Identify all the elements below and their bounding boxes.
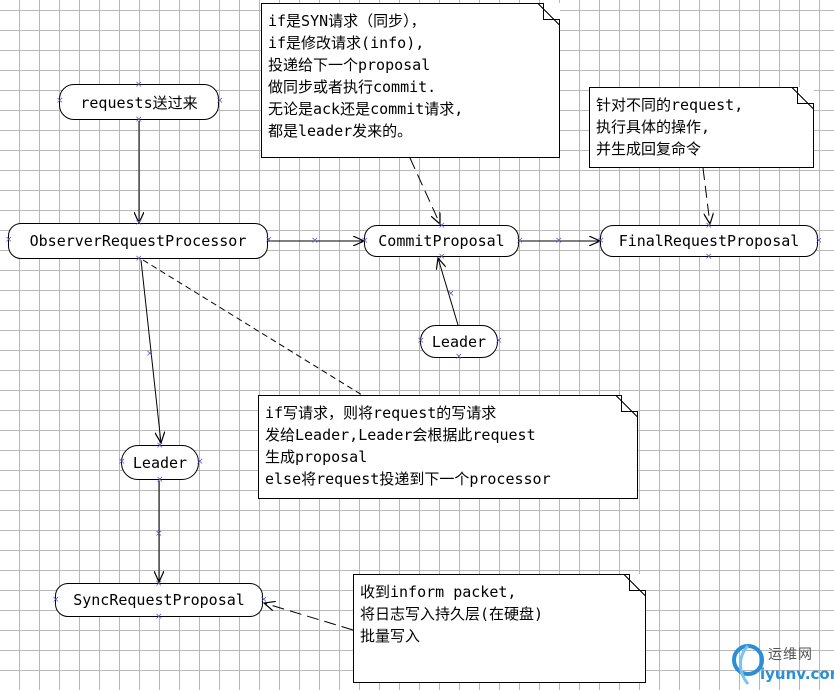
handle-mark: × (135, 80, 143, 90)
anchor-write-note (142, 259, 363, 396)
edge-leader-to-commit (438, 258, 459, 326)
watermark-url: iyunv.com (760, 665, 834, 683)
handle-mark: × (495, 336, 503, 346)
handle-mark: × (361, 236, 369, 246)
watermark-title: 运维网 (768, 647, 813, 663)
handle-mark: × (155, 529, 163, 539)
handle-mark: × (447, 289, 455, 299)
handle-mark: × (146, 349, 154, 359)
handle-mark: × (417, 336, 425, 346)
node-leader-right[interactable]: Leader (420, 325, 498, 358)
handle-mark: × (597, 236, 605, 246)
handle-mark: × (5, 235, 13, 245)
handle-mark: × (196, 457, 204, 467)
note-final-request[interactable]: 针对不同的request, 执行具体的操作, 并生成回复命令 (589, 87, 814, 168)
note-write-request[interactable]: if写请求，则将request的写请求 发给Leader,Leader会根据此r… (258, 395, 638, 499)
node-requests[interactable]: requests送过来 (59, 84, 219, 120)
handle-mark: × (438, 252, 446, 262)
node-leader-left[interactable]: Leader (121, 445, 199, 480)
handle-mark: × (135, 218, 143, 228)
anchor-final-note (702, 167, 710, 224)
handle-mark: × (156, 441, 164, 451)
handle-mark: × (516, 236, 524, 246)
handle-mark: × (156, 475, 164, 485)
handle-mark: × (438, 221, 446, 231)
handle-mark: × (216, 96, 224, 106)
handle-mark: × (135, 115, 143, 125)
node-final-request-proposal[interactable]: FinalRequestProposal (600, 225, 818, 257)
handle-mark: × (265, 235, 273, 245)
note-sync-commit[interactable]: if是SYN请求（同步）， if是修改请求(info), 投递给下一个propo… (261, 3, 560, 158)
handle-mark: × (455, 352, 463, 362)
watermark-logo-icon (732, 644, 764, 685)
handle-mark: × (52, 595, 60, 605)
watermark: 运维网 iyunv.com (730, 640, 834, 688)
anchor-inform-note (264, 603, 354, 631)
handle-mark: × (155, 612, 163, 622)
handle-mark: × (815, 236, 823, 246)
handle-mark: × (155, 579, 163, 589)
handle-mark: × (260, 595, 268, 605)
node-commit-proposal[interactable]: CommitProposal (364, 225, 519, 257)
note-inform-packet[interactable]: 收到inform packet, 将日志写入持久层(在硬盘) 批量写入 (353, 574, 646, 683)
handle-mark: × (705, 252, 713, 262)
handle-mark: × (135, 254, 143, 264)
handle-mark: × (555, 236, 563, 246)
handle-mark: × (311, 236, 319, 246)
handle-mark: × (705, 221, 713, 231)
anchor-sync-commit-note (409, 157, 440, 224)
edge-observer-to-leader (140, 259, 161, 443)
handle-mark: × (56, 96, 64, 106)
handle-mark: × (118, 457, 126, 467)
node-sync-request-proposal[interactable]: SyncRequestProposal (55, 583, 263, 617)
